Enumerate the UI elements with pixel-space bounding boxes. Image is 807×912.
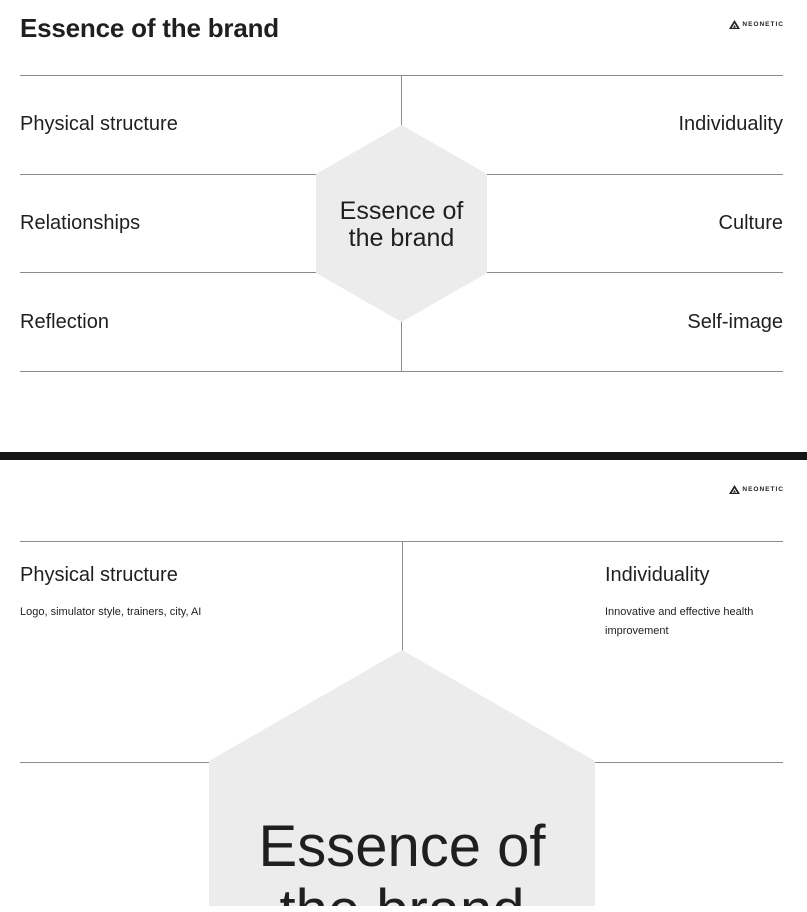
logo-triangle-icon [729,20,741,29]
center-label: Essence of the brand [316,198,487,252]
center-label-line2: the brand [348,224,455,252]
label-self-image: Self-image [687,311,783,333]
grid-line-bottom [20,371,783,372]
label-physical-structure: Physical structure [20,113,178,135]
center-hexagon [209,650,595,906]
slide-divider [0,452,807,460]
label-relationships: Relationships [20,212,141,234]
center-label: Essence of the brand [209,814,595,907]
heading-physical-structure: Physical structure [20,564,178,586]
grid-line-center [402,541,403,651]
label-reflection: Reflection [20,311,109,333]
description-physical-structure: Logo, simulator style, trainers, city, A… [20,606,202,618]
logo-wordmark: NEONETIC [742,486,784,493]
logo-wordmark: NEONETIC [742,21,784,28]
center-label-line1: Essence of [258,814,546,879]
slide-essence-detail: NEONETIC Physical structure Logo, simula… [0,460,807,906]
heading-individuality: Individuality [605,564,710,586]
slide-essence-overview: Essence of the brand NEONETIC Essence of… [0,0,807,452]
slide-title: Essence of the brand [20,13,279,43]
center-label-line2: the brand [209,879,595,907]
description-individuality: Innovative and effective health improvem… [605,606,754,637]
brand-logo: NEONETIC [729,20,784,29]
logo-triangle-icon [729,485,741,494]
center-hexagon [316,125,487,322]
brand-logo: NEONETIC [729,485,784,494]
label-individuality: Individuality [678,113,783,135]
label-culture: Culture [718,212,783,234]
center-label-line1: Essence of [339,197,464,225]
grid-line-top [20,541,783,542]
